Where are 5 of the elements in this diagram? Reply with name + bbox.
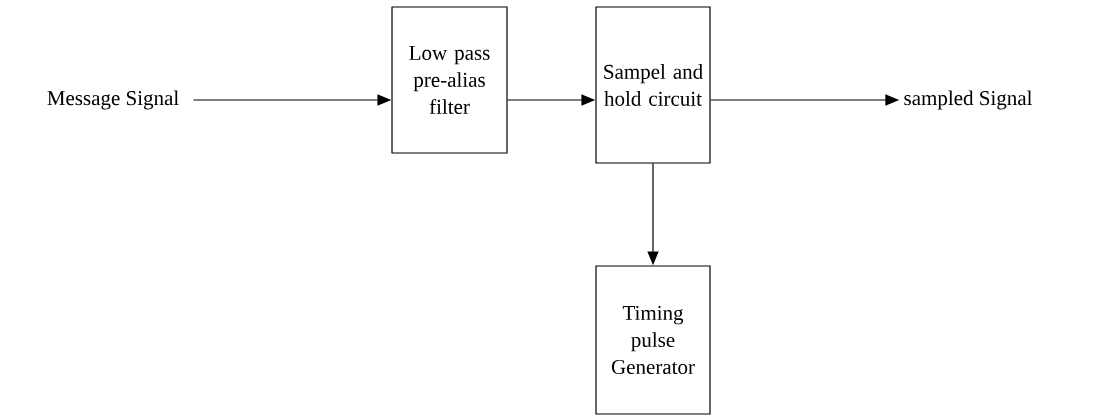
process-box: Low pass pre-alias filter: [391, 6, 508, 154]
process-box: Sampel and hold circuit: [595, 6, 711, 164]
signal-label: sampled Signal: [904, 90, 1033, 110]
process-box: Timing pulse Generator: [595, 265, 711, 415]
signal-label: Message Signal: [47, 90, 179, 110]
